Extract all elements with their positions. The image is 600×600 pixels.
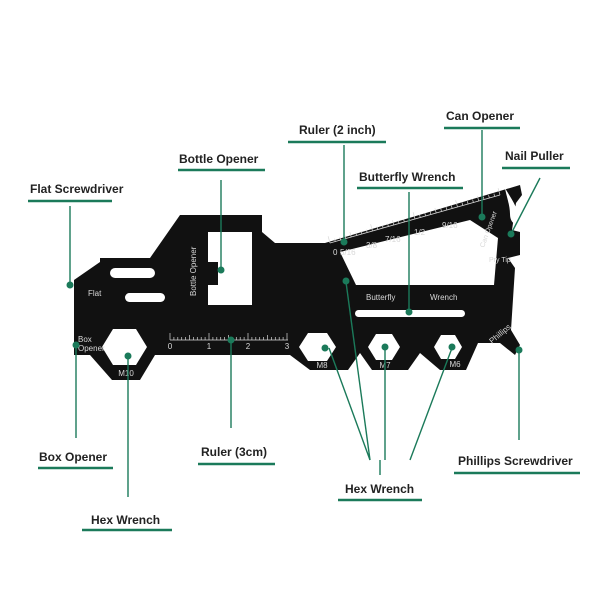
inch-ruler-ticks bbox=[327, 188, 501, 244]
inch-tick bbox=[493, 193, 496, 197]
inch-mark-0: 0 bbox=[333, 248, 338, 257]
bottle-opener-cutout bbox=[208, 232, 252, 305]
inch-tick bbox=[445, 207, 448, 211]
inch-tick bbox=[327, 236, 331, 244]
inch-tick bbox=[412, 212, 416, 220]
etched-pry-tip: Pry Tip bbox=[489, 257, 511, 264]
window-slot-bottom bbox=[125, 293, 165, 302]
inch-tick bbox=[482, 196, 485, 200]
label-ruler-2inch: Ruler (2 inch) bbox=[299, 123, 376, 137]
marker-nail-puller bbox=[507, 230, 515, 238]
etched-m10: M10 bbox=[118, 369, 134, 378]
marker-hex-m10 bbox=[124, 352, 132, 360]
etched-opener: Opener bbox=[78, 344, 105, 353]
inch-mark-1-2: 1/2 bbox=[414, 228, 426, 237]
callout-markers bbox=[66, 213, 523, 360]
inch-tick bbox=[472, 199, 474, 203]
label-can-opener: Can Opener bbox=[446, 109, 514, 123]
etched-m6: M6 bbox=[449, 360, 461, 369]
inch-tick bbox=[403, 219, 405, 223]
window-slot-top bbox=[110, 268, 155, 278]
marker-butterfly-wrench bbox=[405, 308, 413, 316]
inch-tick bbox=[451, 205, 453, 209]
label-bottle-opener: Bottle Opener bbox=[179, 152, 259, 166]
inch-tick bbox=[387, 223, 389, 227]
etched-butterfly: Butterfly bbox=[366, 293, 395, 302]
label-flat-screwdriver: Flat Screwdriver bbox=[30, 182, 124, 196]
leader-hex-m8 bbox=[328, 347, 371, 461]
inch-tick bbox=[497, 188, 501, 196]
marker-can-opener bbox=[478, 213, 486, 221]
inch-tick bbox=[366, 229, 368, 233]
leader-box-opener-extra bbox=[345, 281, 371, 461]
inch-tick bbox=[466, 201, 469, 205]
hex-hole-m8 bbox=[299, 333, 336, 361]
leader-lines bbox=[69, 130, 541, 497]
inch-tick bbox=[440, 208, 442, 212]
hex-hole-m6 bbox=[434, 335, 462, 359]
label-nail-puller: Nail Puller bbox=[505, 149, 564, 163]
inch-tick bbox=[344, 235, 347, 239]
marker-ruler-3cm bbox=[227, 336, 235, 344]
marker-phillips bbox=[515, 346, 523, 354]
inch-mark-3-8: 3/8 bbox=[366, 241, 378, 250]
inch-tick bbox=[461, 202, 464, 206]
cm-tick-label-0: 0 bbox=[168, 342, 173, 351]
inch-tick bbox=[424, 213, 426, 217]
inch-tick bbox=[376, 226, 379, 230]
truck-multitool bbox=[74, 185, 522, 380]
marker-pry bbox=[342, 277, 350, 285]
inch-tick bbox=[397, 220, 400, 224]
inch-mark-7-16: 7/16 bbox=[385, 235, 401, 244]
etched-bottle-opener: Bottle Opener bbox=[189, 246, 198, 296]
label-hex-wrench-center: Hex Wrench bbox=[345, 482, 414, 496]
inch-tick bbox=[381, 225, 384, 229]
inch-tick bbox=[392, 220, 395, 226]
label-hex-wrench-left: Hex Wrench bbox=[91, 513, 160, 527]
inch-tick bbox=[349, 232, 352, 238]
label-butterfly-wrench: Butterfly Wrench bbox=[359, 170, 455, 184]
inch-tick bbox=[429, 211, 432, 215]
wrench-opening-cutout bbox=[340, 220, 498, 285]
inch-tick bbox=[455, 200, 458, 208]
marker-hex-m7 bbox=[381, 343, 389, 351]
marker-bottle-opener bbox=[217, 266, 225, 274]
label-phillips-screwdriver: Phillips Screwdriver bbox=[458, 454, 573, 468]
inch-tick bbox=[488, 195, 490, 199]
marker-hex-m6 bbox=[448, 343, 456, 351]
truck-body bbox=[74, 185, 522, 380]
inch-tick bbox=[434, 208, 437, 214]
inch-tick bbox=[419, 214, 421, 218]
leader-nail-puller bbox=[511, 177, 541, 233]
marker-flat-screwdriver bbox=[66, 281, 74, 289]
callout-labels: Flat Screwdriver Bottle Opener Ruler (2 … bbox=[28, 109, 580, 532]
cm-tick-label-1: 1 bbox=[207, 342, 212, 351]
hex-hole-m10 bbox=[102, 329, 147, 365]
inch-mark-5-16: 5/16 bbox=[340, 248, 356, 257]
cm-tick-label-3: 3 bbox=[285, 342, 290, 351]
inch-tick bbox=[355, 232, 357, 236]
label-ruler-3cm: Ruler (3cm) bbox=[201, 445, 267, 459]
inch-tick bbox=[360, 231, 363, 235]
etched-m8: M8 bbox=[316, 361, 328, 370]
etched-box: Box bbox=[78, 335, 92, 344]
can-opener-hook-cutout bbox=[505, 188, 519, 224]
cm-tick-label-2: 2 bbox=[246, 342, 251, 351]
inch-tick bbox=[477, 196, 480, 202]
marker-box-opener bbox=[72, 341, 80, 349]
marker-hex-m8 bbox=[321, 344, 329, 352]
inch-mark-9-16: 9/16 bbox=[442, 221, 458, 230]
inch-tick bbox=[334, 238, 336, 242]
leader-hex-m6 bbox=[409, 347, 453, 461]
inch-tick bbox=[339, 237, 341, 241]
etched-wrench: Wrench bbox=[430, 293, 457, 302]
inch-tick bbox=[370, 224, 373, 232]
label-box-opener: Box Opener bbox=[39, 450, 107, 464]
marker-ruler-2inch bbox=[340, 238, 348, 246]
cm-ruler-ticks bbox=[169, 333, 288, 340]
etched-flat: Flat bbox=[88, 289, 102, 298]
